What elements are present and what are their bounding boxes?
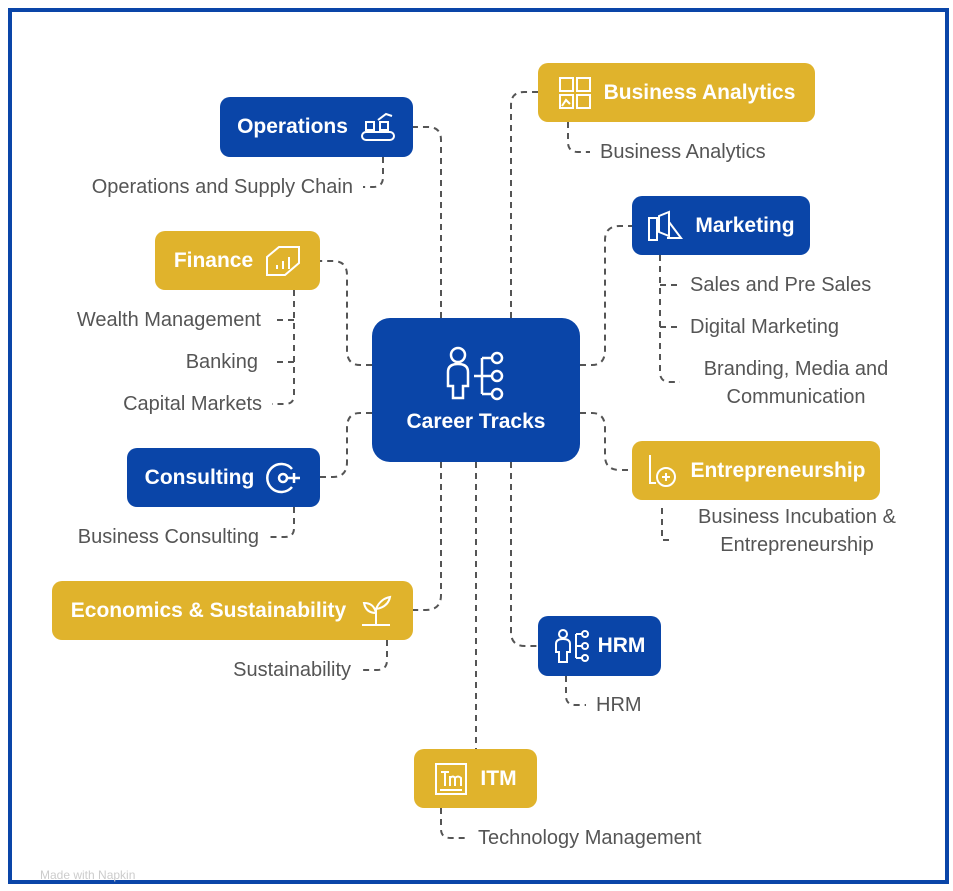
connector-marketing [580,225,632,366]
sub-item: Wealth Management [76,309,261,331]
connector-finance [320,260,372,366]
connector-consulting [320,412,372,478]
connector-entrepreneurship [580,412,632,471]
track-label: Business Analytics [603,80,796,104]
megaphone-icon [648,210,684,241]
conveyor-robot-icon [360,112,395,141]
track-label: ITM [480,766,517,790]
track-economics-sustainability[interactable]: Economics & Sustainability [52,581,413,640]
track-label: Entrepreneurship [690,458,866,482]
track-marketing[interactable]: Marketing [632,196,810,255]
sub-business-analytics [567,122,590,153]
sub-economics [362,640,388,671]
track-label: Marketing [695,213,795,237]
center-node-career-tracks[interactable]: Career Tracks [372,318,580,462]
center-label: Career Tracks [406,410,546,433]
dashboard-icon [558,76,591,109]
track-entrepreneurship[interactable]: Entrepreneurship [632,441,880,500]
sub-marketing [659,255,680,383]
sub-item: Operations and Supply Chain [91,176,353,198]
sub-itm [440,808,466,839]
target-icon [266,462,301,493]
sub-item: Banking [185,351,258,373]
diagram-frame [8,8,949,884]
sub-entrepreneurship [661,508,672,541]
sub-item: Business Analytics [600,141,766,163]
track-hrm[interactable]: HRM [538,616,661,676]
plant-icon [362,595,392,626]
connector-hrm [510,462,538,647]
sub-item: Business Consulting [77,526,259,548]
sub-operations [363,157,384,188]
sub-finance [272,290,295,405]
people-network-icon [554,629,589,663]
sub-item: Technology Management [478,827,702,849]
sub-item: Business Incubation & Entrepreneurship [672,503,922,559]
connector-operations [413,126,442,318]
sub-item-line: Entrepreneurship [720,534,874,556]
sub-consulting [270,507,295,538]
track-label: HRM [597,634,646,657]
track-label: Finance [173,248,254,272]
connector-business-analytics [510,91,538,318]
sub-hrm [565,676,586,706]
connector-economics [413,462,442,611]
track-label: Consulting [144,465,255,489]
sub-item-line: Branding, Media and [703,358,889,380]
sub-item: HRM [596,694,642,716]
sub-item-line: Communication [726,386,866,408]
sub-item: Branding, Media and Communication [680,355,912,411]
trademark-icon [435,762,468,795]
sub-item: Sustainability [233,659,351,681]
track-operations[interactable]: Operations [220,97,413,157]
track-itm[interactable]: ITM [414,749,537,808]
track-label: Economics & Sustainability [70,598,347,622]
sub-item: Capital Markets [123,393,262,415]
track-finance[interactable]: Finance [155,231,320,290]
sub-item-line: Business Incubation & [698,506,896,528]
track-business-analytics[interactable]: Business Analytics [538,63,815,122]
career-path-icon [446,346,504,401]
chart-tag-icon [266,245,301,276]
sub-item: Digital Marketing [690,316,839,338]
track-consulting[interactable]: Consulting [127,448,320,507]
lightbulb-icon [649,454,677,487]
sub-item: Sales and Pre Sales [690,274,872,296]
napkin-credit: Made with Napkin [40,868,136,882]
track-label: Operations [237,115,348,138]
